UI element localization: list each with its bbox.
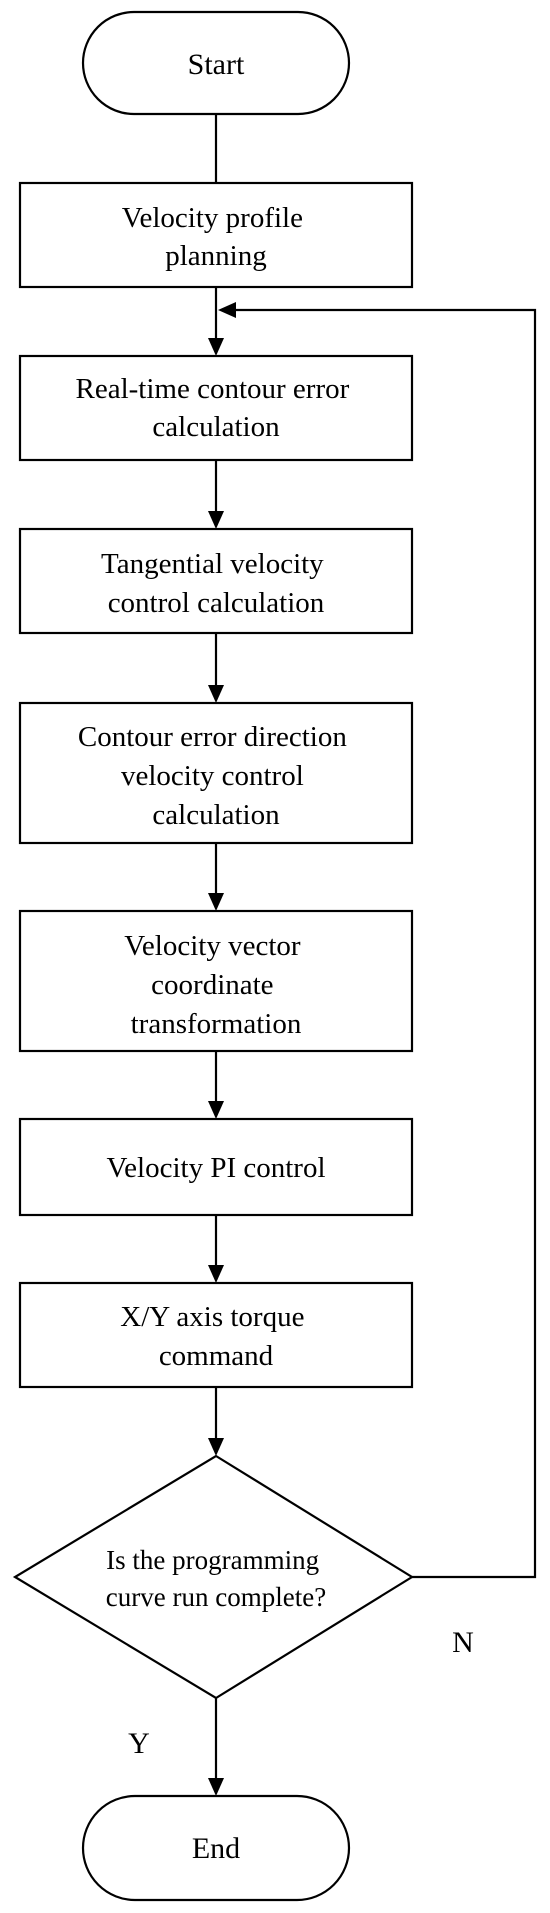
edge-loop-back: [234, 308, 537, 1579]
step-4-label: Contour error direction velocity control…: [78, 721, 354, 831]
arrowhead-step2: [208, 338, 224, 356]
start-label: Start: [188, 48, 245, 81]
decision-diamond: [12, 1454, 415, 1700]
step-1-label: Velocity profile planning: [122, 202, 310, 272]
arrowhead-end: [208, 1778, 224, 1796]
no-branch-label: N: [452, 1626, 474, 1659]
step-velocity-profile-planning: [18, 181, 414, 289]
arrowhead-decision: [208, 1438, 224, 1456]
step-7-label: X/Y axis torque command: [120, 1301, 311, 1372]
step-5-label: Velocity vector coordinate transformatio…: [124, 930, 308, 1040]
step-contour-error-calculation: [18, 354, 414, 462]
decision-label: Is the programming curve run complete?: [106, 1545, 326, 1612]
step-3-label: Tangential velocity control calculation: [101, 548, 331, 619]
step-2-label: Real-time contour error calculation: [75, 373, 356, 443]
arrowhead-step5: [208, 893, 224, 911]
yes-branch-label: Y: [128, 1727, 150, 1760]
step-torque-command: [18, 1281, 414, 1389]
step-6-label: Velocity PI control: [106, 1152, 325, 1184]
arrowhead-step6: [208, 1101, 224, 1119]
end-label: End: [192, 1832, 240, 1865]
arrowhead-step7: [208, 1265, 224, 1283]
arrowhead-step4: [208, 685, 224, 703]
arrowhead-step3: [208, 511, 224, 529]
step-velocity-pi-control: [18, 1117, 414, 1217]
arrowhead-loop-back: [218, 302, 236, 318]
step-tangential-velocity-control: [18, 527, 414, 635]
